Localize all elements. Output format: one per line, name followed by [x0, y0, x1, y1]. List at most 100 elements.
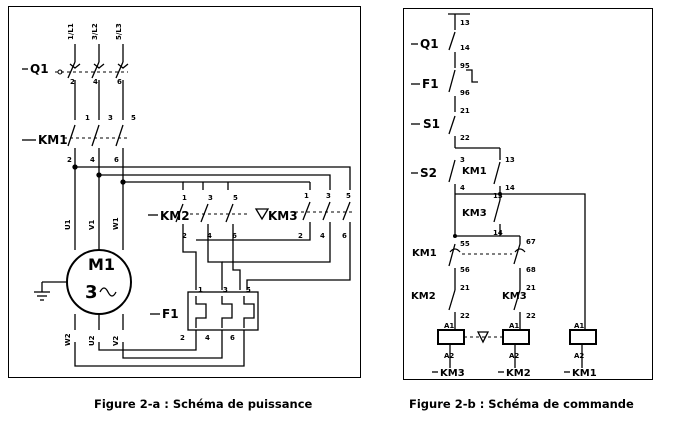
svg-text:KM3: KM3	[462, 208, 487, 219]
svg-text:W1: W1	[112, 217, 120, 230]
caption-power: Figure 2-a : Schéma de puissance	[94, 397, 313, 411]
km2-power-contacts: 1 3 5 KM2 2 4 6	[148, 194, 250, 240]
svg-text:A1: A1	[444, 322, 454, 330]
svg-text:2: 2	[67, 156, 72, 164]
svg-text:KM3: KM3	[268, 209, 298, 223]
f1-control-contact: 95 F1 96	[411, 62, 478, 97]
svg-text:68: 68	[526, 266, 536, 274]
svg-text:1: 1	[85, 114, 90, 122]
km1-km3-holding-contacts: KM1 13 14 13 KM3 14	[462, 156, 515, 237]
coil-label-km1: KM1	[572, 368, 597, 379]
svg-text:3: 3	[460, 156, 465, 164]
svg-text:14: 14	[505, 184, 515, 192]
svg-text:55: 55	[460, 240, 470, 248]
svg-text:V1: V1	[88, 220, 96, 230]
svg-text:22: 22	[460, 134, 470, 142]
svg-text:V2: V2	[112, 336, 120, 346]
caption-control: Figure 2-b : Schéma de commande	[409, 397, 634, 411]
km3-power-contacts: KM3 1 3 5 2 4 6	[254, 192, 355, 240]
svg-text:A1: A1	[574, 322, 584, 330]
svg-text:A2: A2	[444, 352, 454, 360]
svg-text:6: 6	[117, 78, 122, 86]
svg-text:56: 56	[460, 266, 470, 274]
svg-text:4: 4	[90, 156, 95, 164]
q1-control-contact: 13 Q1 14	[411, 19, 470, 52]
svg-text:22: 22	[526, 312, 536, 320]
s1-stop-button: 21 S1 22	[411, 107, 470, 142]
svg-text:S1: S1	[423, 117, 440, 131]
svg-text:F1: F1	[422, 77, 439, 91]
svg-text:Q1: Q1	[420, 37, 439, 51]
svg-text:3: 3	[208, 194, 213, 202]
km1-timer-contacts: 55 KM1 56 67 68	[412, 236, 536, 274]
svg-text:A2: A2	[574, 352, 584, 360]
phase-label-1: 1/L1	[67, 23, 75, 40]
coil-label-km2: KM2	[506, 368, 531, 379]
svg-text:5: 5	[233, 194, 238, 202]
svg-text:3: 3	[108, 114, 113, 122]
svg-text:5: 5	[246, 286, 251, 294]
s2-start-button: 3 S2 4	[411, 156, 465, 192]
svg-text:14: 14	[460, 44, 470, 52]
svg-text:4: 4	[93, 78, 98, 86]
svg-text:KM1: KM1	[38, 133, 68, 147]
svg-text:96: 96	[460, 89, 470, 97]
svg-text:KM2: KM2	[411, 291, 436, 302]
svg-text:U2: U2	[88, 335, 96, 346]
phase-label-3: 5/L3	[115, 23, 123, 40]
svg-text:5: 5	[131, 114, 136, 122]
svg-text:KM1: KM1	[412, 248, 437, 259]
svg-text:4: 4	[207, 232, 212, 240]
svg-text:KM3: KM3	[502, 291, 527, 302]
svg-text:13: 13	[493, 192, 503, 200]
phase-conductors	[74, 44, 124, 62]
phase-label-2: 3/L2	[91, 23, 99, 40]
coil-label-km3: KM3	[440, 368, 465, 379]
km1-power-contacts: 1 3 5 KM1 2 4 6	[22, 114, 136, 164]
svg-text:21: 21	[526, 284, 536, 292]
svg-text:2: 2	[298, 232, 303, 240]
svg-text:1: 1	[198, 286, 203, 294]
svg-text:4: 4	[460, 184, 465, 192]
f1-thermal-relay: F1 1 3 5 2 4 6	[150, 286, 259, 342]
svg-text:3: 3	[223, 286, 228, 294]
svg-text:4: 4	[205, 334, 210, 342]
svg-text:2: 2	[70, 78, 75, 86]
svg-text:S2: S2	[420, 166, 437, 180]
svg-text:Q1: Q1	[30, 62, 49, 76]
svg-text:13: 13	[505, 156, 515, 164]
svg-text:21: 21	[460, 284, 470, 292]
svg-text:6: 6	[342, 232, 347, 240]
power-schematic-frame	[8, 6, 361, 378]
q1-isolator: Q1	[22, 61, 129, 79]
svg-text:A2: A2	[509, 352, 519, 360]
svg-text:A1: A1	[509, 322, 519, 330]
svg-text:U1: U1	[64, 219, 72, 230]
svg-text:2: 2	[182, 232, 187, 240]
motor-m1: U1 V1 W1 M1 3 W2 U2 V2	[64, 217, 132, 346]
svg-text:22: 22	[460, 312, 470, 320]
ground-icon	[34, 281, 67, 301]
svg-text:KM2: KM2	[160, 209, 190, 223]
interlock-contacts: KM2 21 22 KM3 21 22	[411, 284, 536, 320]
reverse-lines	[182, 222, 351, 290]
svg-text:13: 13	[460, 19, 470, 27]
svg-text:M1: M1	[88, 255, 115, 274]
svg-text:6: 6	[230, 334, 235, 342]
svg-text:4: 4	[320, 232, 325, 240]
svg-text:21: 21	[460, 107, 470, 115]
power-tap-lines	[72, 164, 351, 190]
svg-text:3: 3	[85, 282, 98, 303]
svg-text:5: 5	[346, 192, 351, 200]
svg-text:67: 67	[526, 238, 536, 246]
svg-text:3: 3	[326, 192, 331, 200]
svg-text:1: 1	[304, 192, 309, 200]
svg-text:6: 6	[114, 156, 119, 164]
coils: A1 A2 A1 A2 A1 A2	[437, 322, 597, 360]
svg-text:6: 6	[232, 232, 237, 240]
svg-text:KM1: KM1	[462, 166, 487, 177]
svg-text:2: 2	[180, 334, 185, 342]
svg-text:1: 1	[182, 194, 187, 202]
